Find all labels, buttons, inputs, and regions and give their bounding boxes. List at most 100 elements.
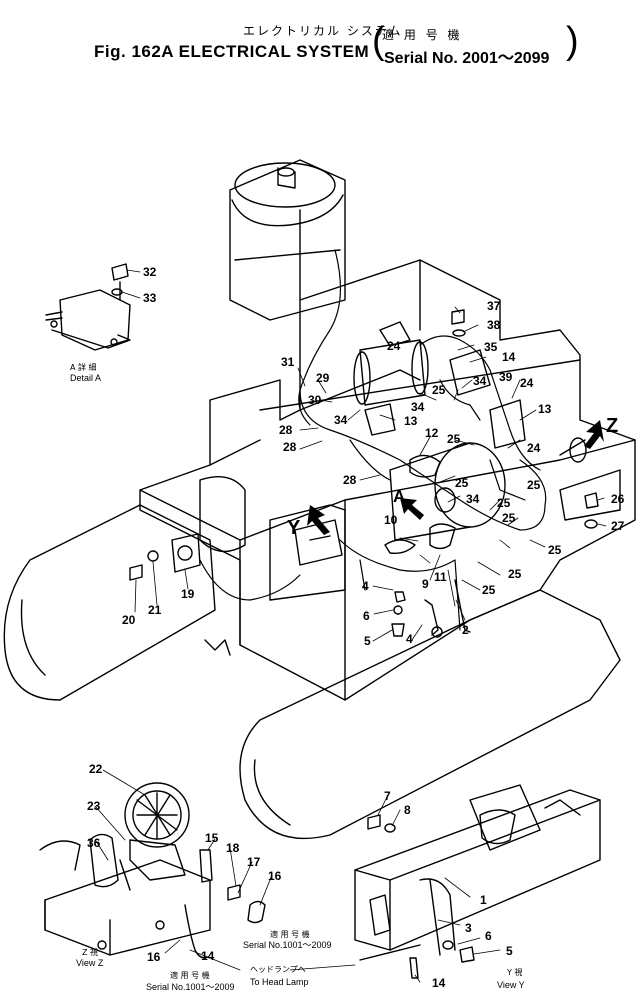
- part-callout-13: 13: [538, 402, 552, 416]
- view-z-caption: View Z: [76, 958, 104, 968]
- view-z-assembly: [39, 782, 266, 959]
- arrow-a: [400, 498, 424, 520]
- arrow-y: [307, 505, 330, 535]
- serial-range: Serial No. 2001～2099: [384, 50, 550, 67]
- right-crawler-track: [239, 589, 621, 840]
- title-japanese: エレクトリカル システム: [243, 24, 403, 38]
- part-callout-14-3: 14: [201, 949, 215, 963]
- leader-lines: [94, 269, 607, 983]
- view-z-serial-caption-jp: 適 用 号 機: [170, 970, 210, 980]
- part-callout-16: 16: [268, 869, 282, 883]
- part-callout-31: 31: [281, 355, 295, 369]
- washer-27: [584, 519, 598, 529]
- part-callout-28: 28: [279, 423, 293, 437]
- part-callout-12: 12: [425, 426, 439, 440]
- part-callout-25-2: 25: [447, 432, 461, 446]
- washer-21: [147, 550, 159, 562]
- part-callout-22: 22: [89, 762, 103, 776]
- view-marker-y: Y: [287, 517, 301, 539]
- part-callout-18: 18: [226, 841, 240, 855]
- part-callout-34-2: 34: [411, 400, 425, 414]
- bolt-26: [584, 492, 599, 509]
- center-parts-cluster: [384, 523, 471, 638]
- part-callout-8: 8: [404, 803, 411, 817]
- part-callout-37: 37: [487, 299, 501, 313]
- view-y-caption: View Y: [497, 980, 525, 990]
- serial-open-paren: (: [372, 20, 385, 62]
- part-callout-29: 29: [316, 371, 330, 385]
- serial-close-paren: ): [566, 20, 579, 62]
- view-y-caption-jp: Y 視: [506, 968, 522, 977]
- head-lamp-caption-jp: ヘッドランプへ: [250, 965, 306, 974]
- view-y-assembly: [354, 784, 601, 979]
- part-callout-9: 9: [422, 577, 429, 591]
- part-callout-25-8: 25: [508, 567, 522, 581]
- part-callout-25-4: 25: [497, 496, 511, 510]
- part-callout-15: 15: [205, 831, 219, 845]
- part-callout-35: 35: [484, 340, 498, 354]
- part-callout-6: 6: [363, 609, 370, 623]
- part-callout-23: 23: [87, 799, 101, 813]
- part-callout-21: 21: [148, 603, 162, 617]
- part-callout-25: 25: [432, 383, 446, 397]
- part-callout-33: 33: [143, 291, 157, 305]
- view-z-serial-caption: Serial No.1001～2009: [146, 982, 235, 992]
- machine-upper-structure: [139, 259, 636, 701]
- part-callout-14: 14: [502, 350, 516, 364]
- view-marker-a: A: [393, 487, 405, 506]
- part-callout-7: 7: [384, 789, 391, 803]
- part-callout-25-3: 25: [455, 476, 469, 490]
- part-callout-17: 17: [247, 855, 261, 869]
- air-cleaner-tank: [229, 159, 346, 321]
- head-lamp-caption: To Head Lamp: [250, 977, 309, 987]
- bolt-37: [451, 309, 465, 325]
- part-callout-5-2: 5: [506, 944, 513, 958]
- detail-a-caption: Detail A: [70, 373, 101, 383]
- rear-lamp-19: [171, 533, 201, 573]
- work-lamp-22: [124, 782, 190, 848]
- part-callout-4-2: 4: [406, 632, 413, 646]
- washer-38: [452, 329, 466, 337]
- part-callout-10: 10: [384, 513, 398, 527]
- part-callout-11: 11: [434, 570, 447, 584]
- part-callout-6-2: 6: [485, 929, 492, 943]
- view-z-caption-jp: Z 視: [82, 948, 98, 957]
- arrow-z: [584, 420, 604, 449]
- part-callout-28-3: 28: [343, 473, 357, 487]
- part-callout-34-3: 34: [473, 374, 487, 388]
- part-callout-25-9: 25: [482, 583, 496, 597]
- part-callout-16-2: 16: [147, 950, 161, 964]
- part-callout-3: 3: [465, 921, 472, 935]
- part-callout-36: 36: [87, 836, 101, 850]
- part-callout-30: 30: [308, 393, 322, 407]
- part-callout-26: 26: [611, 492, 625, 506]
- part-callout-1: 1: [480, 893, 487, 907]
- part-callout-19: 19: [181, 587, 195, 601]
- part-callout-38: 38: [487, 318, 501, 332]
- part-callout-2: 2: [462, 623, 469, 637]
- part-callout-25-5: 25: [502, 511, 516, 525]
- view-marker-z: Z: [606, 415, 618, 437]
- part-callout-13-2: 13: [404, 414, 418, 428]
- part-callout-24: 24: [387, 339, 401, 353]
- part-callout-28-2: 28: [283, 440, 297, 454]
- part-callout-4: 4: [362, 579, 369, 593]
- bolt-20: [129, 564, 143, 581]
- part-callout-25-7: 25: [548, 543, 562, 557]
- part-callout-20: 20: [122, 613, 136, 627]
- part-callout-32: 32: [143, 265, 157, 279]
- part-callout-34: 34: [334, 413, 348, 427]
- left-crawler-track: [3, 504, 216, 701]
- part-callout-14-2: 14: [432, 976, 446, 990]
- figure-title: Fig. 162A ELECTRICAL SYSTEM: [94, 42, 370, 61]
- part-callout-24-3: 24: [527, 441, 541, 455]
- part-callout-5: 5: [364, 634, 371, 648]
- part-callout-27: 27: [611, 519, 625, 533]
- direction-arrows: [307, 420, 604, 535]
- part-callout-39: 39: [499, 370, 513, 384]
- part-callout-24-2: 24: [520, 376, 534, 390]
- part-16-serial-caption-jp: 適 用 号 機: [270, 929, 310, 939]
- part-callout-25-6: 25: [527, 478, 541, 492]
